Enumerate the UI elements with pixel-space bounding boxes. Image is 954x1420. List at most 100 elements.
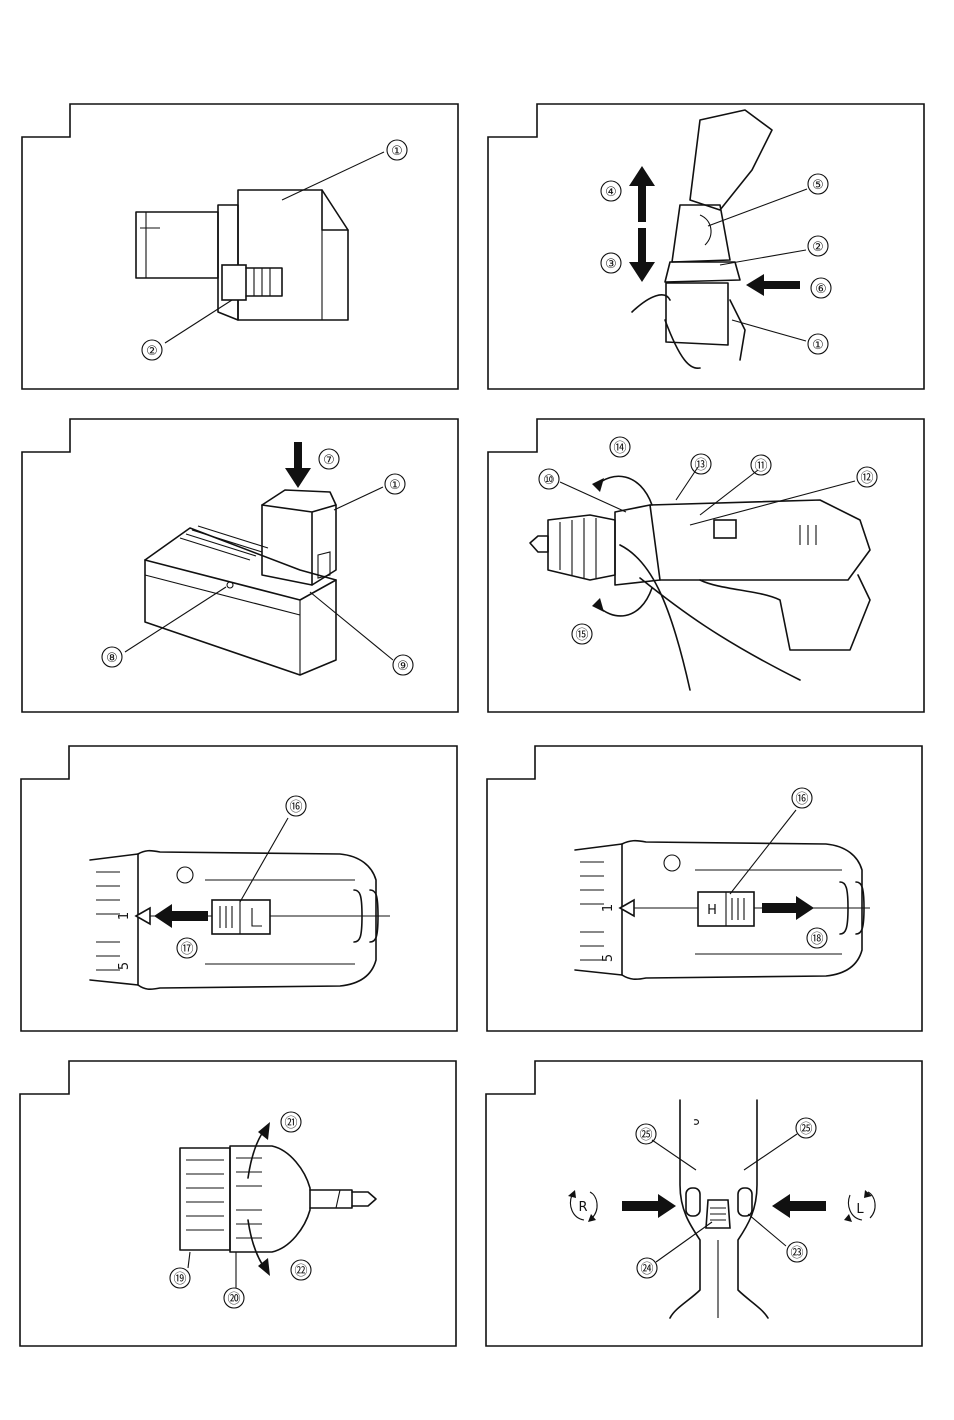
- svg-text:⑲: ⑲: [173, 1272, 186, 1287]
- scale-5: 5: [117, 962, 132, 970]
- figure-8-frame: [485, 1060, 923, 1347]
- callout-22: ㉒: [290, 1259, 312, 1281]
- callout-1: ①: [386, 139, 408, 161]
- svg-text:㉑: ㉑: [284, 1116, 297, 1131]
- callout-9: ⑨: [392, 654, 414, 676]
- figure-6-speed-high: H 1 5 ⑯ ⑱: [486, 745, 923, 1032]
- svg-text:⑯: ⑯: [289, 800, 302, 815]
- switch-h-mark: H: [707, 903, 717, 918]
- charger-drawing: [144, 489, 337, 676]
- svg-text:⑰: ⑰: [180, 942, 193, 957]
- svg-text:④: ④: [605, 185, 617, 200]
- callout-19: ⑲: [169, 1267, 191, 1289]
- arrow-press-left: [772, 1194, 826, 1218]
- svg-text:①: ①: [391, 144, 403, 159]
- svg-text:③: ③: [605, 257, 617, 272]
- svg-text:⑧: ⑧: [106, 651, 118, 666]
- callout-11: ⑪: [750, 454, 772, 476]
- callout-25-right: ㉕: [795, 1117, 817, 1139]
- callout-24: ㉔: [636, 1257, 658, 1279]
- figure-3-charger: ⑦ ① ⑧ ⑨: [21, 418, 459, 713]
- drill-top-drawing-2: [574, 839, 870, 981]
- callout-7: ⑦: [318, 448, 340, 470]
- svg-text:⑪: ⑪: [754, 459, 767, 474]
- svg-text:⑥: ⑥: [815, 282, 827, 297]
- svg-text:⑫: ⑫: [860, 471, 873, 486]
- arrow-shift-right: [762, 896, 814, 920]
- arrow-down: [629, 228, 655, 282]
- figure-2-battery-removal: ④ ③ ⑤ ② ⑥ ①: [487, 103, 925, 390]
- callout-10: ⑩: [538, 468, 560, 490]
- callout-20: ⑳: [223, 1287, 245, 1309]
- figure-3-frame: [21, 418, 459, 713]
- battery-drawing: [135, 189, 349, 321]
- figure-5-speed-low: 1 5 ⑯ ⑰: [20, 745, 458, 1032]
- drill-side-drawing: [529, 499, 871, 691]
- rotation-r-icon: R: [568, 1190, 598, 1222]
- callout-18: ⑱: [806, 927, 828, 949]
- svg-text:⑭: ⑭: [613, 441, 626, 456]
- arrow-left-press: [746, 274, 800, 296]
- callout-6: ⑥: [810, 277, 832, 299]
- callout-23: ㉓: [786, 1241, 808, 1263]
- callout-5: ⑤: [807, 173, 829, 195]
- svg-text:⑱: ⑱: [810, 932, 823, 947]
- svg-text:①: ①: [812, 338, 824, 353]
- figure-8-reversing-switch: R L ㉕ ㉕ ㉔ ㉓: [485, 1060, 923, 1347]
- rotate-arrow-upper: [595, 475, 653, 506]
- scale-5: 5: [601, 954, 616, 962]
- svg-text:⑦: ⑦: [323, 453, 335, 468]
- callout-17: ⑰: [176, 937, 198, 959]
- figure-4-frame: [487, 418, 925, 713]
- callout-2: ②: [141, 339, 163, 361]
- figure-2-frame: [487, 103, 925, 390]
- callout-1: ①: [807, 333, 829, 355]
- svg-text:①: ①: [389, 478, 401, 493]
- figure-1-frame: [21, 103, 459, 390]
- scale-1: 1: [117, 912, 132, 920]
- arrow-shift-left: [154, 904, 208, 928]
- arrow-insert-down: [285, 442, 311, 488]
- callout-8: ⑧: [101, 646, 123, 668]
- figure-1-battery: ① ②: [21, 103, 459, 390]
- arrow-up: [629, 166, 655, 222]
- callout-1: ①: [384, 473, 406, 495]
- svg-text:⑤: ⑤: [812, 178, 824, 193]
- svg-text:㉒: ㉒: [294, 1264, 307, 1279]
- callout-21: ㉑: [280, 1111, 302, 1133]
- scale-1: 1: [601, 904, 616, 912]
- svg-text:⑳: ⑳: [227, 1292, 240, 1307]
- callout-13: ⑬: [690, 453, 712, 475]
- svg-text:⑨: ⑨: [397, 659, 409, 674]
- callout-2: ②: [807, 235, 829, 257]
- svg-text:L: L: [856, 1202, 864, 1217]
- figure-7-frame: [19, 1060, 457, 1347]
- figure-4-clutch-adjust: ⑭ ⑬ ⑪ ⑩ ⑫ ⑮: [487, 418, 925, 713]
- svg-text:②: ②: [146, 344, 158, 359]
- figure-5-frame: [20, 745, 458, 1032]
- callout-16: ⑯: [791, 787, 813, 809]
- svg-text:⑮: ⑮: [575, 628, 588, 643]
- tool-and-hands-drawing: [631, 109, 773, 369]
- svg-text:⑬: ⑬: [694, 458, 707, 473]
- rotate-arrow-lower: [595, 587, 653, 617]
- drill-top-drawing: [89, 849, 390, 991]
- callout-16: ⑯: [285, 795, 307, 817]
- callout-14: ⑭: [609, 436, 631, 458]
- svg-text:⑯: ⑯: [795, 792, 808, 807]
- svg-text:㉓: ㉓: [790, 1246, 803, 1261]
- chuck-drawing: [179, 1145, 377, 1253]
- svg-text:㉕: ㉕: [639, 1128, 652, 1143]
- handle-top-drawing: [669, 1099, 769, 1319]
- figure-7-chuck: ㉑ ⑲ ⑳ ㉒: [19, 1060, 457, 1347]
- callout-4: ④: [600, 180, 622, 202]
- callout-25-left: ㉕: [635, 1123, 657, 1145]
- svg-text:㉔: ㉔: [640, 1262, 653, 1277]
- rotation-l-icon: L: [844, 1190, 876, 1222]
- figure-6-frame: [486, 745, 923, 1032]
- arrow-press-right: [622, 1194, 676, 1218]
- callout-15: ⑮: [571, 623, 593, 645]
- svg-text:R: R: [578, 1200, 587, 1215]
- callout-12: ⑫: [856, 466, 878, 488]
